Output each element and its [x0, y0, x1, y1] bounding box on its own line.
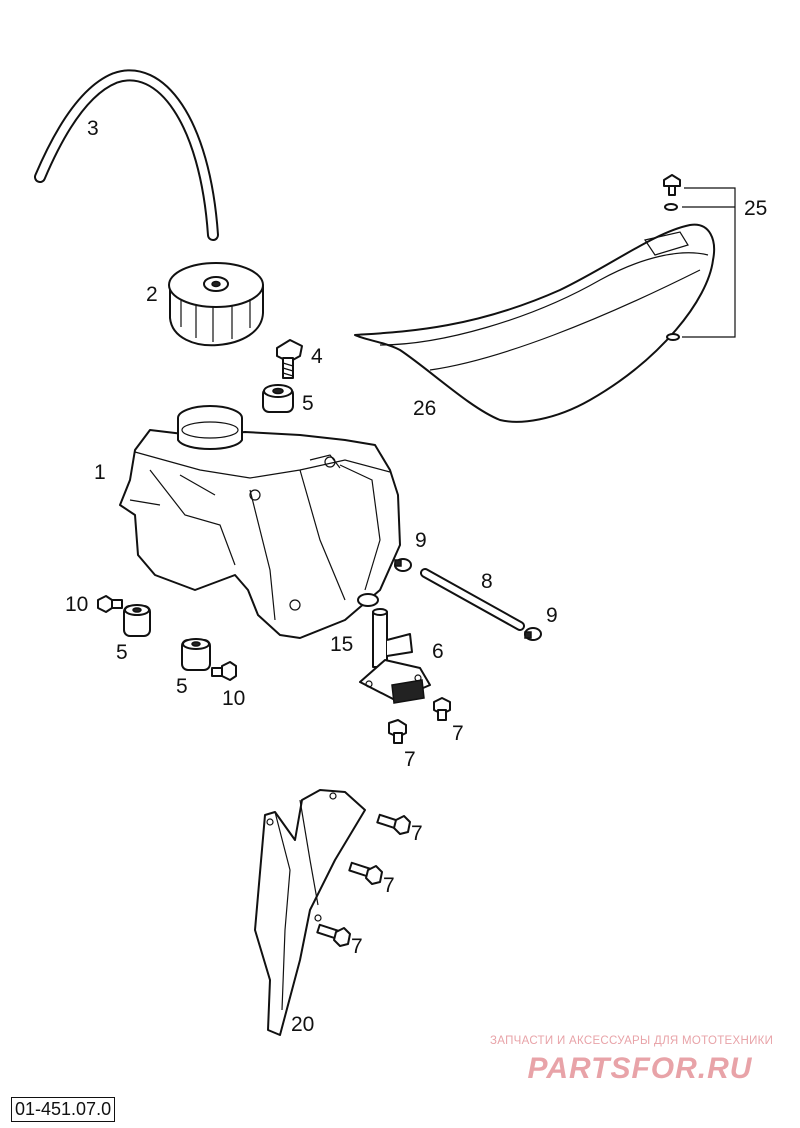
fuel-cap-part [168, 262, 264, 347]
callout-clamp-bottom: 9 [546, 604, 558, 627]
callout-clamp-top: 9 [415, 529, 427, 552]
callout-screw-tap-left: 7 [404, 748, 416, 771]
fuel-tank-part [119, 405, 401, 639]
screw-shroud-1-part [376, 813, 411, 835]
screw-tap-right-part [433, 697, 451, 721]
callout-fuel-tap: 6 [432, 640, 444, 663]
vent-hose-part [34, 69, 219, 241]
o-ring-part [357, 593, 379, 607]
seat-hardware-part [663, 174, 736, 341]
svg-text:PARTSFOR.RU: PARTSFOR.RU [528, 1052, 753, 1084]
callout-screw-shroud-3: 7 [351, 935, 363, 958]
callout-cap: 2 [146, 283, 158, 306]
spacer-mid-part [181, 638, 211, 671]
drawing-code: 01-451.07.0 [11, 1097, 116, 1122]
callout-spacer-left: 5 [116, 641, 128, 664]
bolt-left-part [97, 595, 123, 613]
callout-shroud: 20 [291, 1013, 315, 1036]
callout-fuel-line: 8 [481, 570, 493, 593]
watermark-caption: ЗАПЧАСТИ И АКСЕССУАРЫ ДЛЯ МОТОТЕХНИКИ [490, 1035, 774, 1047]
clamp-top-part [394, 558, 412, 572]
callout-vent-hose: 3 [87, 117, 99, 140]
spacer-top-part [262, 384, 294, 413]
screw-top-part [276, 339, 303, 379]
callout-screw-shroud-1: 7 [411, 822, 423, 845]
callout-bolt-left: 10 [65, 593, 89, 616]
callout-screw-tap-right: 7 [452, 722, 464, 745]
bolt-mid-part [211, 661, 237, 681]
callout-o-ring: 15 [330, 633, 354, 656]
callout-spacer-top: 5 [302, 392, 314, 415]
shroud-part [254, 789, 366, 1036]
callout-spacer-mid: 5 [176, 675, 188, 698]
watermark-logo: PARTSFOR.RU [528, 1052, 753, 1084]
screw-tap-left-part [388, 719, 407, 744]
clamp-bottom-part [524, 627, 542, 641]
callout-tank: 1 [94, 461, 106, 484]
callout-screw-shroud-2: 7 [383, 874, 395, 897]
screw-shroud-3-part [316, 923, 351, 947]
callout-screw-top: 4 [311, 345, 323, 368]
screw-shroud-2-part [348, 861, 383, 885]
seat-part [354, 223, 715, 423]
callout-seat: 26 [413, 397, 437, 420]
callout-seat-hardware: 25 [744, 197, 768, 220]
fuel-line-part [420, 568, 525, 631]
callout-bolt-mid: 10 [222, 687, 246, 710]
spacer-left-part [123, 604, 151, 637]
fuel-tap-part [359, 608, 431, 704]
